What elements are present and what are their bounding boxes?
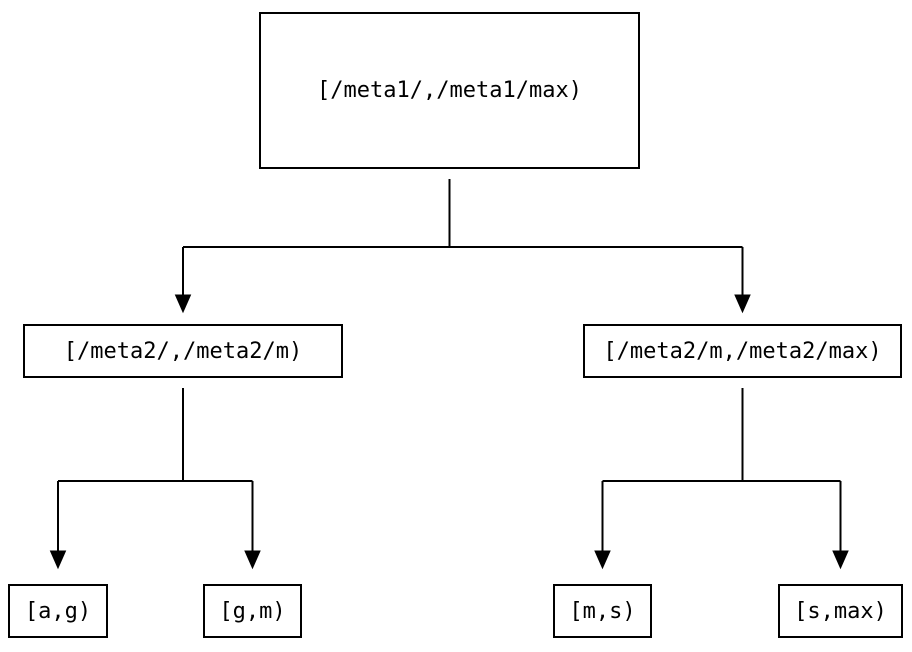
arrowhead-to-leaf-ms-icon [594, 550, 611, 570]
node-left-child-label: [/meta2/,/meta2/m) [63, 338, 303, 364]
node-leaf-gm-label: [g,m) [219, 598, 286, 624]
arrowhead-to-leaf-ag-icon [49, 550, 67, 570]
node-right-child-label: [/meta2/m,/meta2/max) [603, 338, 882, 364]
node-leaf-ag-label: [a,g) [24, 598, 92, 624]
edge-root-to-children [182, 179, 744, 296]
edge-right-child-to-leaves [601, 388, 842, 552]
node-left-child: [/meta2/,/meta2/m) [23, 324, 343, 378]
edge-left-child-to-leaves [57, 388, 254, 552]
node-right-child: [/meta2/m,/meta2/max) [583, 324, 902, 378]
arrowhead-to-leaf-gm-icon [244, 550, 261, 570]
arrowhead-to-left-child-icon [174, 294, 192, 314]
node-leaf-ms-label: [m,s) [569, 598, 636, 624]
node-root: [/meta1/,/meta1/max) [259, 12, 640, 169]
node-leaf-smax-label: [s,max) [794, 598, 887, 624]
node-leaf-ms: [m,s) [553, 584, 652, 638]
node-root-label: [/meta1/,/meta1/max) [317, 78, 582, 103]
arrowhead-to-leaf-smax-icon [832, 550, 849, 570]
node-leaf-smax: [s,max) [778, 584, 903, 638]
node-leaf-gm: [g,m) [203, 584, 302, 638]
node-leaf-ag: [a,g) [8, 584, 108, 638]
arrowhead-to-right-child-icon [734, 294, 751, 314]
